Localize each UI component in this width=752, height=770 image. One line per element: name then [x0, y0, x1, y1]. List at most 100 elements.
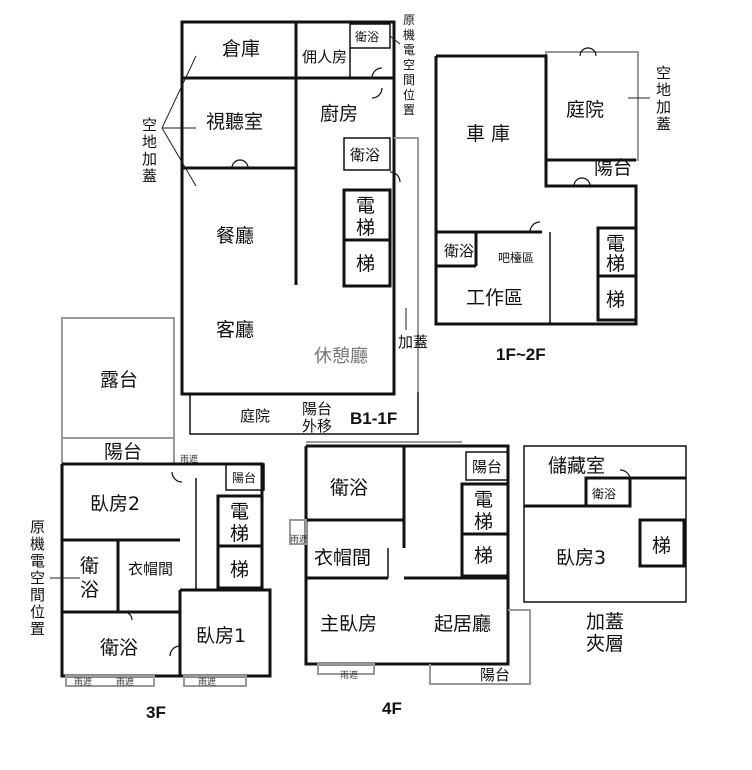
awning-label: 雨遮 [340, 669, 358, 681]
room-label: 梯 [652, 535, 671, 557]
note-char: 地 [656, 81, 671, 99]
room-label: 陽台 [480, 666, 510, 684]
note-char: 地 [142, 133, 157, 151]
f1-door [579, 47, 597, 57]
room-label: 衣帽間 [128, 560, 173, 578]
b1-leader [161, 127, 197, 187]
note-char: 加 [142, 150, 157, 168]
plan-f3: 露台 陽台 雨遮 臥房2 陽台 電 梯 梯 衛 浴 衣帽間 衛浴 臥房1 雨遮 … [30, 317, 272, 722]
room-label: 梯 [606, 289, 625, 311]
f3-balcony-small-box [225, 463, 265, 491]
b1-door [389, 171, 401, 183]
f4-balcony-bottom-outline [429, 609, 531, 685]
note-char: 加 [656, 98, 671, 116]
level-label: 3F [146, 703, 166, 722]
note: 加蓋 [398, 333, 428, 351]
awning-label: 雨遮 [116, 676, 134, 688]
room-label: 衛浴 [444, 242, 474, 260]
room-label: 視聽室 [206, 111, 263, 133]
b1-garden-outline [189, 392, 419, 435]
f4-elevator-stair-box [460, 482, 510, 578]
room-label: 梯 [356, 217, 375, 239]
room-label: 陽台 [232, 470, 256, 485]
f1-door [573, 177, 591, 187]
room-label: 陽台 [302, 400, 332, 418]
room-label: 衛浴 [592, 487, 616, 501]
level-label: 1F~2F [496, 345, 546, 364]
f1-door [529, 221, 541, 233]
b1-elevator-stair-box [342, 188, 392, 288]
room-label: 吧檯區 [498, 251, 534, 265]
level-label: 夾層 [586, 633, 624, 655]
note-char: 原 [403, 13, 415, 27]
b1-door [231, 159, 249, 169]
room-label: 梯 [474, 511, 493, 533]
mezz-outer-wall [523, 445, 687, 603]
f1-elevator-stair-box [596, 226, 638, 322]
f3-door [123, 611, 133, 621]
level-label: 4F [382, 699, 402, 718]
note-char: 空 [656, 64, 671, 82]
f4-balcony-top-box [465, 451, 509, 481]
f4-outer-wall [304, 444, 510, 666]
f3-awning-box [65, 675, 155, 687]
plan-mezz: 儲藏室 衛浴 臥房3 梯 加蓋 夾層 [523, 445, 687, 655]
note-char: 位 [30, 603, 45, 621]
note-char: 間 [30, 586, 45, 604]
room-label: 衛浴 [350, 146, 380, 164]
f1-outer-wall [434, 54, 638, 326]
room-label: 電 [356, 195, 375, 217]
f3-door [169, 645, 181, 657]
room-label: 工作區 [466, 287, 523, 309]
note-char: 空 [142, 116, 157, 134]
room-label: 梯 [356, 253, 375, 275]
note-char: 原 [30, 518, 45, 536]
room-label: 休憩廳 [314, 346, 368, 367]
room-label: 餐廳 [216, 225, 254, 247]
room-label: 起居廳 [434, 613, 491, 635]
room-label: 梯 [474, 545, 493, 567]
awning-label: 雨遮 [74, 676, 92, 688]
b1-addition-outline [394, 137, 419, 392]
f3-door [171, 471, 183, 483]
note-char: 位 [403, 87, 415, 102]
room-label: 梯 [606, 253, 625, 275]
room-label: 梯 [230, 559, 249, 581]
note-char: 機 [30, 535, 45, 553]
f4-awning-box [317, 663, 375, 675]
room-label: 庭院 [566, 99, 604, 121]
b1-leader [389, 35, 401, 45]
f3-awning-box [183, 675, 247, 687]
b1-outer-wall [180, 20, 396, 396]
level-label: B1-1F [350, 409, 397, 428]
room-label: 衛浴 [330, 477, 368, 499]
b1-bath-small-box [343, 137, 391, 171]
note-char: 蓋 [656, 115, 671, 133]
room-label: 主臥房 [320, 613, 377, 635]
note-char: 置 [30, 620, 45, 638]
note-char: 置 [403, 103, 415, 117]
room-label: 庭院 [240, 407, 270, 425]
b1-door [371, 67, 383, 79]
plan-f1: 車 庫 庭院 陽台 衛浴 吧檯區 電 梯 梯 工作區 1F~2F 空 地 加 蓋 [434, 47, 671, 364]
note-char: 電 [403, 43, 415, 57]
room-label: 儲藏室 [548, 455, 605, 477]
room-label: 廚房 [320, 102, 358, 125]
awning-label: 雨遮 [180, 453, 198, 465]
room-label: 外移 [302, 417, 332, 435]
room-label: 臥房2 [90, 493, 140, 515]
room-label: 衛浴 [100, 637, 138, 659]
room-label: 佣人房 [302, 48, 347, 66]
room-label: 客廳 [216, 319, 254, 341]
mezz-door [619, 469, 631, 479]
room-label: 電 [606, 233, 625, 255]
note-char: 蓋 [142, 167, 157, 185]
room-label: 車 庫 [466, 123, 510, 145]
awning-label: 雨遮 [198, 676, 216, 688]
mezz-stair-box [638, 518, 686, 568]
room-label: 臥房3 [556, 547, 606, 569]
room-label: 電 [474, 489, 493, 511]
b1-leader [161, 55, 197, 129]
room-label: 陽台 [472, 458, 502, 476]
